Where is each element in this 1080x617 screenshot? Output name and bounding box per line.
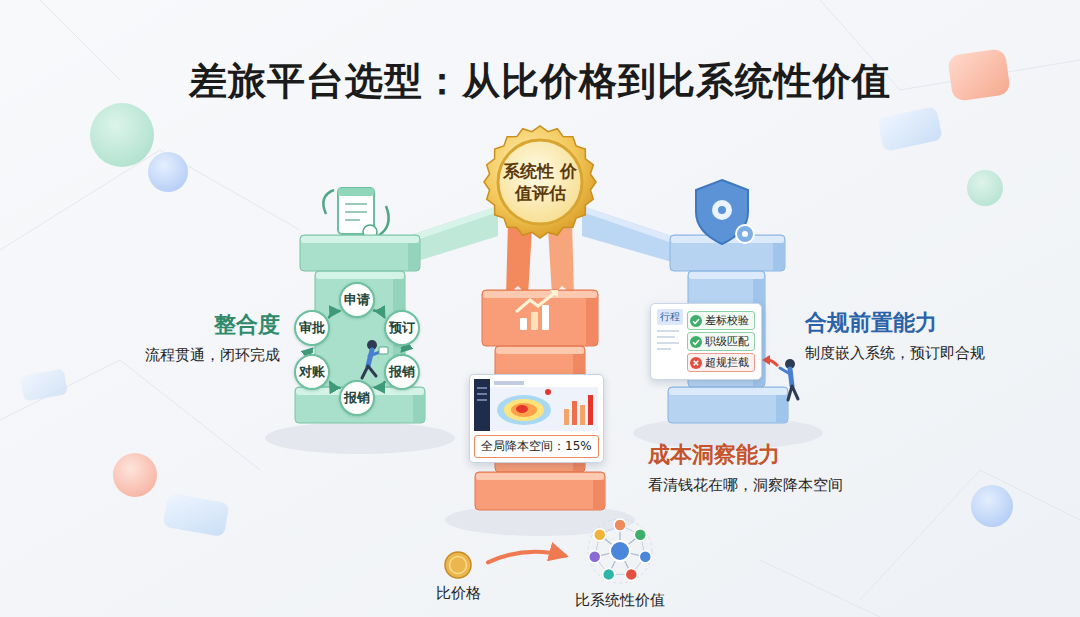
pillar-label: 成本洞察能力看清钱花在哪，洞察降本空间 [648,440,843,496]
step-label: 对账 [299,363,325,381]
diagram-title: 差旅平台选型：从比价格到比系统性价值 [0,56,1080,107]
step-label: 申请 [344,291,370,309]
status-icon [690,315,702,327]
step-label: 审批 [299,319,325,337]
dashboard-panel: 全局降本空间：15% [469,374,604,463]
caption-label: 比价格 [436,584,481,603]
booking-card: 行程差标校验职级匹配超规拦截 [650,303,762,380]
process-circle: 报销 [384,354,420,390]
step-label: 预订 [389,319,415,337]
pillar-description: 制度嵌入系统，预订即合规 [805,342,985,364]
network-icon: 比系统性价值 [568,515,672,610]
pillar: 合规前置能力制度嵌入系统，预订即合规行程差标校验职级匹配超规拦截 [660,225,795,425]
connector-line [488,552,565,563]
pillar-label: 整合度流程贯通，闭环完成 [145,310,280,366]
flow-arrow [488,552,565,563]
heatmap-chart [474,379,598,431]
step-label: 报销 [344,389,370,407]
process-circle: 报销 [339,380,375,416]
pillar: 成本洞察能力看清钱花在哪，洞察降本空间全局降本空间：15% [470,290,610,515]
pillar: 整合度流程贯通，闭环完成申请预订报销报销对账审批 [285,225,435,430]
pillar-heading: 成本洞察能力 [648,440,843,470]
pillar-label: 合规前置能力制度嵌入系统，预订即合规 [805,308,985,364]
card-lines [657,328,679,352]
check-item: 超规拦截 [687,353,755,372]
medal-badge: 系统性 价值评估 [483,125,597,239]
process-circle: 申请 [339,282,375,318]
pillar-description: 看清钱花在哪，洞察降本空间 [648,474,843,496]
cycle-arrow [311,349,313,352]
card-tab: 行程 [657,309,683,325]
status-icon [690,336,702,348]
dashboard-metric: 全局降本空间：15% [474,435,599,458]
process-circle: 审批 [294,310,330,346]
caption-label: 比系统性价值 [575,591,665,610]
check-label: 职级匹配 [705,334,749,349]
process-circle: 预订 [384,310,420,346]
coin-icon: 比价格 [430,550,486,603]
check-list: 差标校验职级匹配超规拦截 [687,309,755,374]
card-sidebar: 行程 [657,309,683,374]
check-item: 差标校验 [687,311,755,330]
process-circle: 对账 [294,354,330,390]
check-label: 差标校验 [705,313,749,328]
status-icon [690,357,702,369]
cycle-arrow [402,348,404,351]
coin-shape [443,550,473,580]
pillar-heading: 合规前置能力 [805,308,985,338]
pillar-heading: 整合度 [145,310,280,340]
connector-line [310,349,313,352]
check-label: 超规拦截 [705,355,749,370]
check-item: 职级匹配 [687,332,755,351]
pillar-description: 流程贯通，闭环完成 [145,344,280,366]
medal-label: 系统性 价值评估 [503,160,577,204]
step-label: 报销 [389,363,415,381]
medal-shape [483,125,597,239]
network-shape [578,515,662,587]
